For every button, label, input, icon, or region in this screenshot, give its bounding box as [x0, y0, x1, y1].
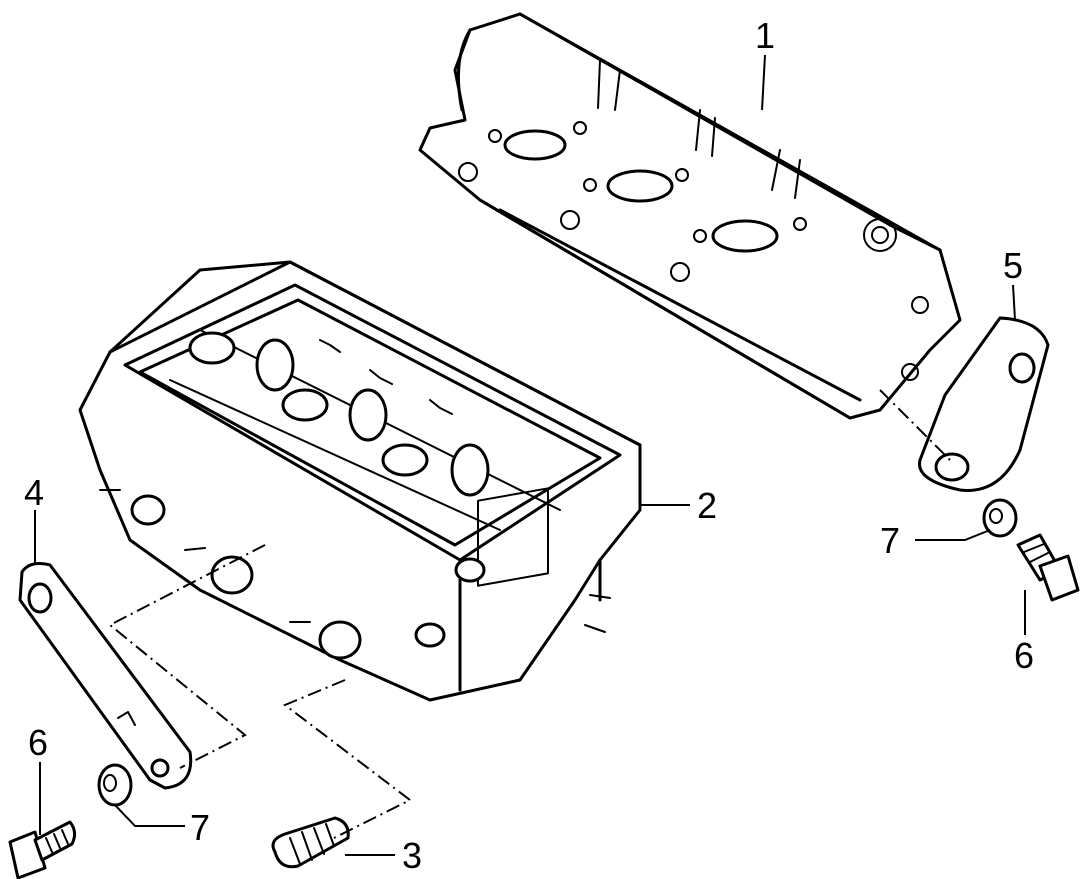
assembly-lines	[108, 389, 951, 841]
callout-4: 4	[24, 472, 44, 513]
part-3-spring-sleeve	[271, 816, 350, 869]
callout-6-left: 6	[28, 722, 48, 763]
callout-7-right: 7	[880, 520, 900, 561]
callout-1: 1	[755, 15, 775, 56]
part-4-lifting-bracket	[18, 562, 193, 790]
callout-2: 2	[697, 485, 717, 526]
callout-7-left: 7	[190, 807, 210, 848]
part-6-bolt-right	[1016, 533, 1080, 602]
callouts: 1 2 3 4 5 6 6 7 7	[24, 15, 1034, 876]
part-6-bolt-left	[8, 820, 77, 879]
part-2-cylinder-head-lower	[78, 260, 642, 702]
callout-3: 3	[402, 835, 422, 876]
callout-5: 5	[1003, 245, 1023, 286]
callout-6-right: 6	[1014, 635, 1034, 676]
part-5-lifting-bracket	[918, 316, 1050, 492]
part-1-cylinder-head-upper	[418, 12, 962, 420]
part-7-washer-left	[97, 763, 133, 807]
valve-train	[169, 329, 561, 531]
part-7-washer-right	[982, 498, 1018, 538]
leader-lines	[34, 54, 1026, 856]
